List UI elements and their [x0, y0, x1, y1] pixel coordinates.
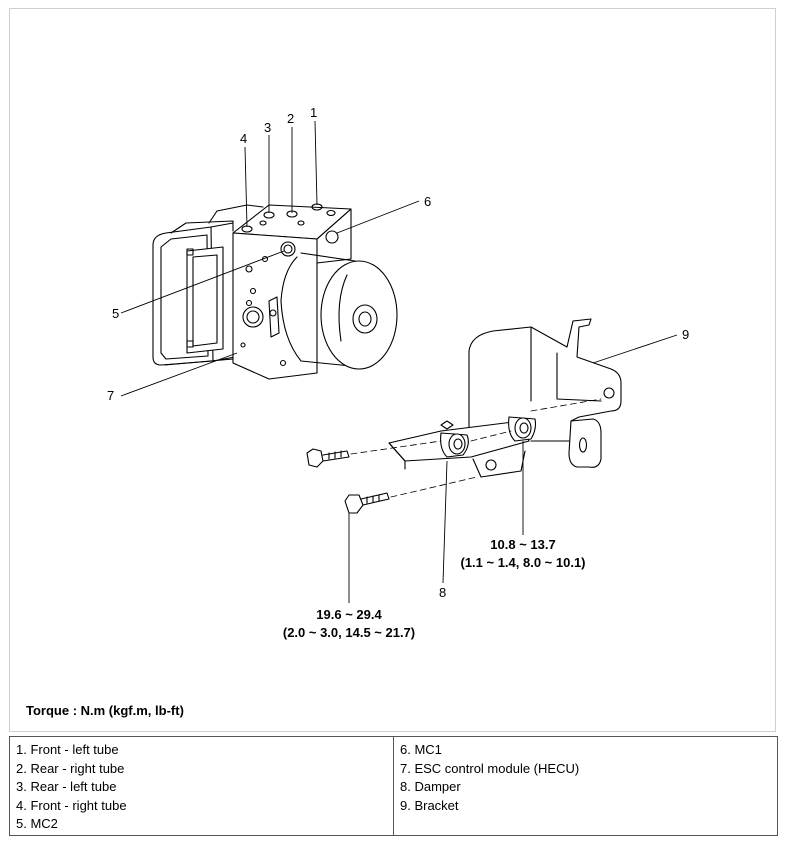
legend-item: 5. MC2: [16, 816, 58, 832]
diagram-frame: 1 2 3 4 5 6 7 8 9 10.8 ~ 13.7 (1.1 ~ 1.4…: [9, 8, 776, 732]
leader-lines: [120, 120, 678, 603]
damper-rear: [508, 416, 537, 442]
exploded-view-diagram: 1 2 3 4 5 6 7 8 9 10.8 ~ 13.7 (1.1 ~ 1.4…: [107, 105, 689, 640]
torque-bolt-line2: (2.0 ~ 3.0, 14.5 ~ 21.7): [283, 625, 415, 640]
legend-item: 7. ESC control module (HECU): [400, 760, 580, 776]
torque-damper-line2: (1.1 ~ 1.4, 8.0 ~ 10.1): [460, 555, 585, 570]
alignment-lines: [350, 398, 602, 498]
legend-column-right: 6. MC1 7. ESC control module (HECU) 8. D…: [394, 737, 777, 835]
bolt-upper: [306, 448, 350, 468]
legend-item: 6. MC1: [400, 742, 442, 757]
bolt-lower: [344, 492, 390, 514]
callout-1: 1: [310, 105, 317, 120]
callout-5: 5: [112, 306, 119, 321]
legend-item: 2. Rear - right tube: [16, 760, 125, 776]
legend-item: 4. Front - right tube: [16, 797, 127, 813]
damper-front: [440, 420, 469, 458]
legend-item: 1. Front - left tube: [16, 742, 119, 757]
torque-damper: 10.8 ~ 13.7 (1.1 ~ 1.4, 8.0 ~ 10.1): [460, 537, 585, 570]
hydraulic-block: [208, 203, 352, 380]
bracket: [388, 318, 622, 478]
legend-column-left: 1. Front - left tube 2. Rear - right tub…: [10, 737, 394, 835]
torque-bolt: 19.6 ~ 29.4 (2.0 ~ 3.0, 14.5 ~ 21.7): [283, 607, 415, 640]
torque-bolt-line1: 19.6 ~ 29.4: [316, 607, 382, 622]
torque-damper-line1: 10.8 ~ 13.7: [490, 537, 555, 552]
hecu-connector-housing: [152, 220, 236, 366]
legend-item: 8. Damper: [400, 779, 461, 795]
callout-6: 6: [424, 194, 431, 209]
callout-3: 3: [264, 120, 271, 135]
callout-numbers: 1 2 3 4 5 6 7 8 9: [107, 105, 689, 600]
callout-7: 7: [107, 388, 114, 403]
callout-9: 9: [682, 327, 689, 342]
legend-item: 9. Bracket: [400, 797, 459, 813]
parts-legend-table: 1. Front - left tube 2. Rear - right tub…: [9, 736, 778, 836]
callout-8: 8: [439, 585, 446, 600]
torque-unit-note: Torque : N.m (kgf.m, lb-ft): [26, 703, 184, 718]
pump-motor: [280, 252, 398, 370]
callout-2: 2: [287, 111, 294, 126]
callout-4: 4: [240, 131, 247, 146]
legend-item: 3. Rear - left tube: [16, 779, 117, 795]
